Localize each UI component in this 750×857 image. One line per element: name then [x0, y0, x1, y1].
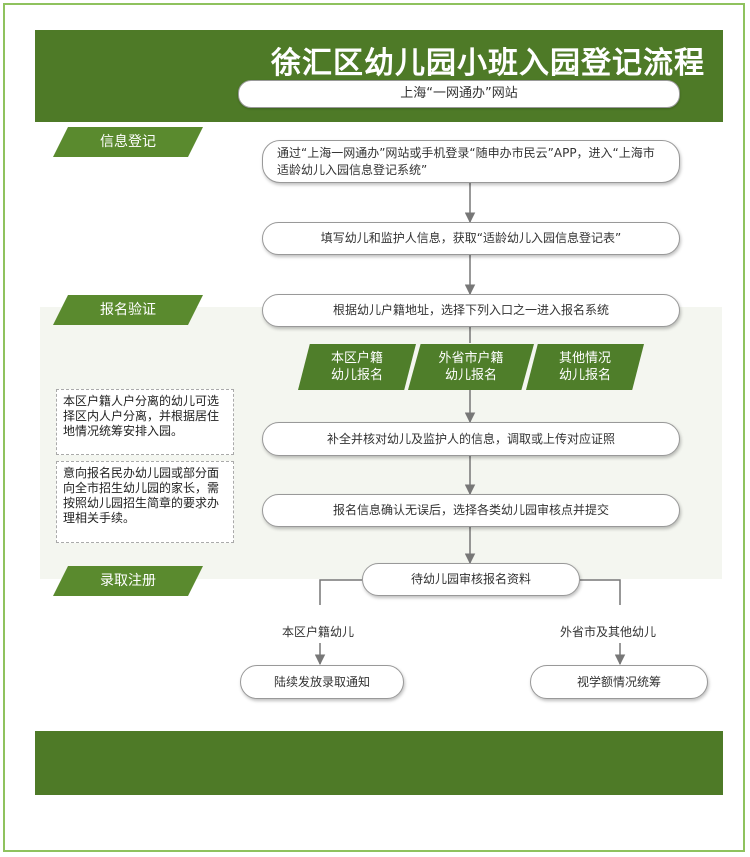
subtitle-pill: 上海“一网通办”网站	[238, 80, 680, 108]
step-submit: 报名信息确认无误后，选择各类幼儿园审核点并提交	[262, 494, 680, 527]
entry-other-cases: 其他情况 幼儿报名	[526, 344, 644, 390]
note-private-kindergarten: 意向报名民办幼儿园或部分面向全市招生幼儿园的家长，需按照幼儿园招生简章的要求办理…	[56, 461, 234, 543]
step-choose-entry: 根据幼儿户籍地址，选择下列入口之一进入报名系统	[262, 294, 680, 327]
stage-tag-verification: 报名验证	[53, 295, 203, 325]
step-fill-info: 填写幼儿和监护人信息，获取“适龄幼儿入园信息登记表”	[262, 222, 680, 255]
stage-tag-registration: 信息登记	[53, 127, 203, 157]
step-complete-info: 补全并核对幼儿及监护人的信息，调取或上传对应证照	[262, 422, 680, 456]
branch-right	[580, 579, 621, 605]
branch-label-other: 外省市及其他幼儿	[560, 625, 657, 639]
branch-label-local: 本区户籍幼儿	[282, 625, 355, 639]
step-await-review: 待幼儿园审核报名资料	[362, 563, 580, 596]
step-login: 通过“上海一网通办”网站或手机登录“随申办市民云”APP，进入“上海市适龄幼儿入…	[262, 140, 680, 183]
stage-tag-admission: 录取注册	[53, 566, 203, 596]
result-coordinate-by-quota: 视学额情况统筹	[530, 665, 708, 699]
entry-local-hukou: 本区户籍 幼儿报名	[298, 344, 416, 390]
outer-frame	[3, 3, 745, 852]
entry-other-province: 外省市户籍 幼儿报名	[408, 344, 534, 390]
footer-bar	[35, 731, 723, 795]
page-title: 徐汇区幼儿园小班入园登记流程	[271, 46, 705, 81]
result-admission-notice: 陆续发放录取通知	[240, 665, 404, 699]
branch-left	[319, 579, 362, 605]
note-separated-household: 本区户籍人户分离的幼儿可选择区内人户分离，并根据居住地情况统筹安排入园。	[56, 389, 234, 455]
